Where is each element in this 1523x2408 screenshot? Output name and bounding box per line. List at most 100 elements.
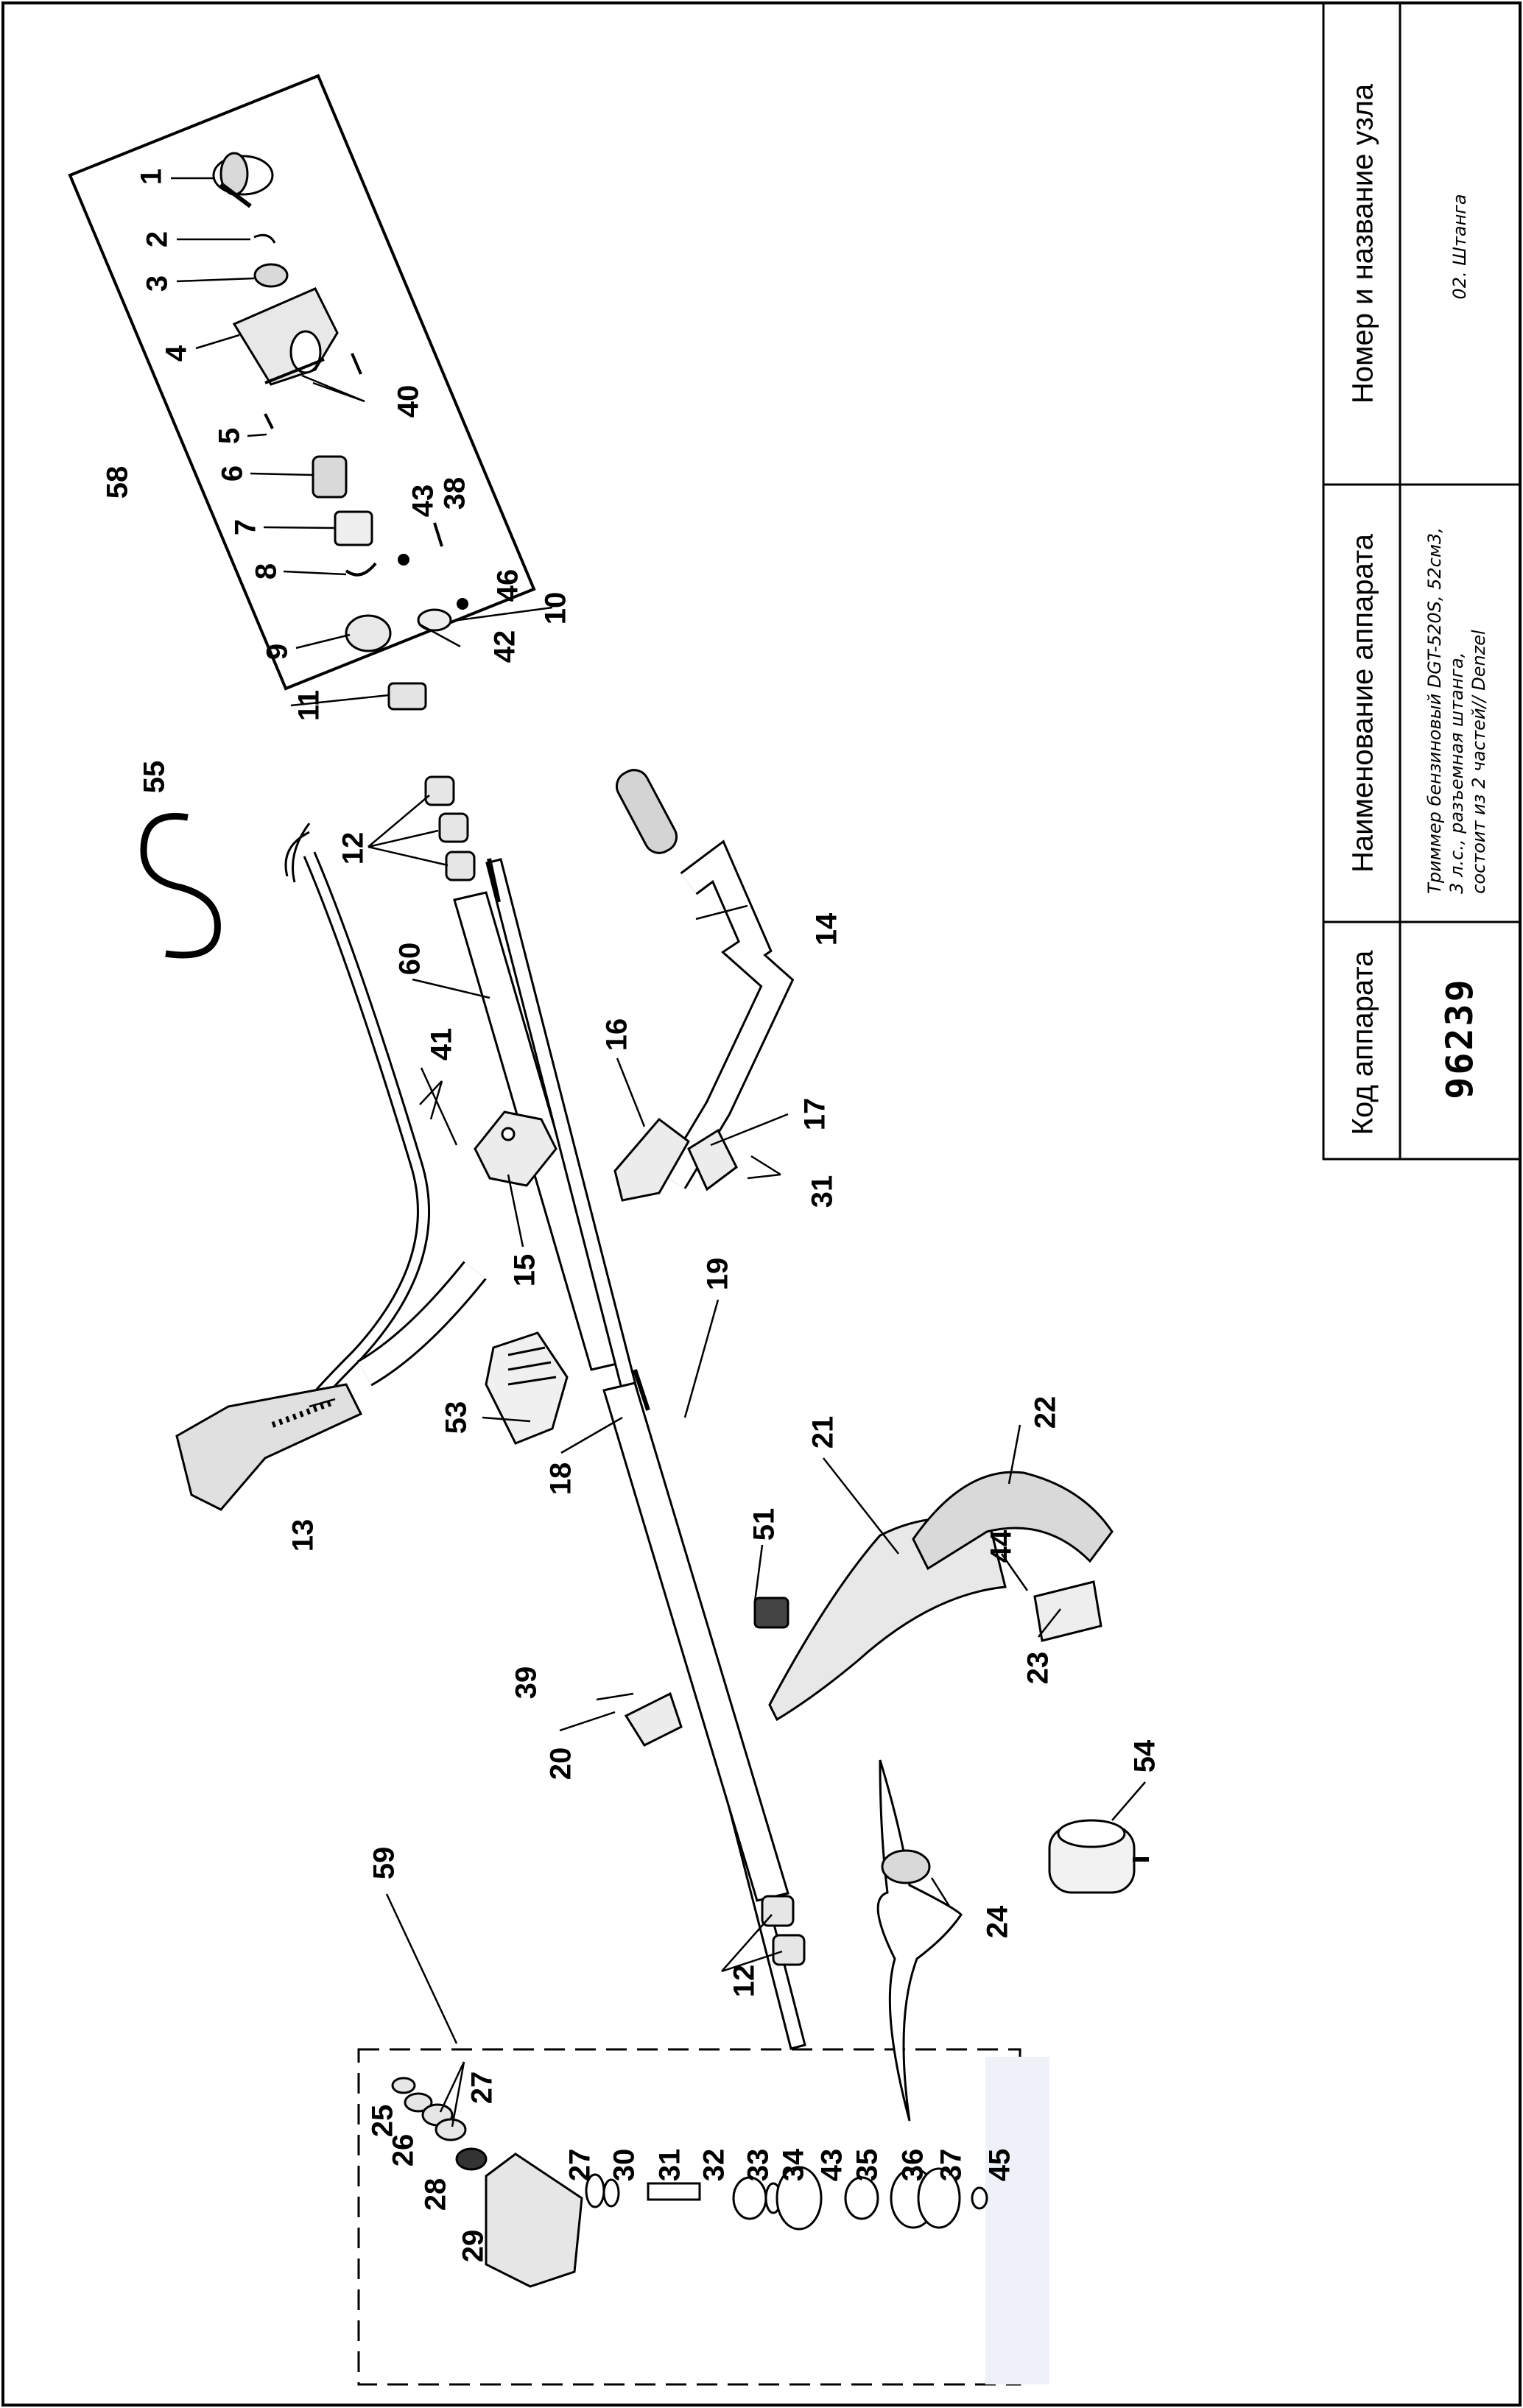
part-18-tube: [602, 1381, 789, 1902]
callout-27-bottom: 27: [563, 2148, 597, 2182]
part-6-sleeve: [312, 455, 348, 499]
gearbox-assembly: [391, 2077, 988, 2288]
callout-29: 29: [457, 2229, 490, 2263]
callout-46: 46: [491, 568, 524, 602]
callout-14: 14: [810, 912, 843, 946]
part-16-17-bracket: [613, 1117, 738, 1202]
callout-22: 22: [1029, 1395, 1062, 1429]
callout-45: 45: [983, 2148, 1016, 2182]
callout-12-bottom: 12: [728, 1964, 761, 1998]
callout-54: 54: [1128, 1739, 1161, 1773]
part-11-insert: [387, 682, 427, 711]
callout-60: 60: [393, 942, 426, 976]
callout-19: 19: [701, 1257, 734, 1291]
head-assembly: [212, 152, 468, 711]
callout-12-top: 12: [337, 831, 370, 865]
callout-1: 1: [135, 168, 168, 186]
callout-28: 28: [419, 2178, 452, 2211]
header-node: Номер и название узла: [1346, 83, 1379, 404]
callout-2: 2: [141, 230, 174, 248]
part-24-blade: [876, 1759, 963, 2122]
callout-25: 25: [366, 2104, 399, 2138]
part-54-spool: [1048, 1819, 1149, 1894]
part-23-plate: [1033, 1580, 1102, 1642]
leader-lines: [171, 177, 1146, 2127]
value-node: 02. Штанга: [1449, 194, 1470, 300]
part-55-hook: [140, 813, 221, 959]
callout-55: 55: [138, 760, 171, 794]
part-9-handle-clamp: [345, 614, 392, 652]
callout-53: 53: [440, 1401, 473, 1434]
callout-32: 32: [697, 2148, 731, 2182]
callout-27-top: 27: [465, 2071, 499, 2105]
callout-15: 15: [508, 1253, 541, 1287]
header-name: Наименование аппарата: [1346, 534, 1379, 873]
callout-51: 51: [748, 1507, 781, 1541]
callout-23: 23: [1021, 1651, 1055, 1685]
callout-4: 4: [160, 345, 193, 362]
callout-31-bottom: 31: [653, 2148, 686, 2182]
part-8-spring: [345, 562, 377, 577]
callout-35: 35: [851, 2148, 884, 2182]
part-7-clamp: [334, 510, 373, 546]
part-4-housing: [232, 287, 339, 386]
callout-5: 5: [213, 427, 246, 445]
group-box-58: [68, 74, 536, 691]
part-10-clip: [417, 608, 452, 632]
callout-43-bottom: 43: [815, 2148, 848, 2182]
callout-30: 30: [608, 2148, 641, 2182]
value-code: 96239: [1438, 977, 1481, 1099]
part-29-gearhead: [485, 2152, 583, 2288]
part-12-bushings-bottom: [761, 1895, 806, 1966]
value-name-line-1: Триммер бензиновый DGT-520S, 52см3,: [1424, 527, 1445, 894]
screws-40-43-38: [264, 353, 468, 610]
callout-34: 34: [777, 2148, 810, 2182]
callout-7: 7: [229, 518, 262, 536]
callout-38: 38: [438, 476, 471, 510]
part-22-blade: [912, 1471, 1114, 1571]
callout-9: 9: [261, 643, 294, 661]
callout-18: 18: [544, 1462, 577, 1496]
value-name: Триммер бензиновый DGT-520S, 52см3, 3 л.…: [1424, 527, 1490, 894]
title-block: [1322, 1, 1522, 1161]
callout-20: 20: [544, 1747, 577, 1781]
group-box-59: [357, 2048, 1021, 2386]
callout-10: 10: [539, 591, 572, 625]
callout-43-top: 43: [407, 484, 440, 518]
callout-17: 17: [798, 1097, 831, 1131]
callout-36: 36: [896, 2148, 929, 2182]
callout-8: 8: [250, 563, 283, 580]
callout-16: 16: [600, 1018, 633, 1052]
part-15-bracket: [474, 1110, 558, 1187]
callout-41: 41: [425, 1027, 458, 1061]
part-21-guard: [768, 1517, 1007, 1722]
callout-11: 11: [292, 689, 326, 722]
callout-24: 24: [981, 1905, 1014, 1939]
callout-58: 58: [101, 465, 134, 499]
callout-42: 42: [488, 630, 521, 663]
callout-59: 59: [367, 1846, 401, 1880]
part-53-clamp: [485, 1331, 569, 1445]
part-51-nut: [753, 1596, 789, 1629]
cable-ends: [284, 823, 311, 883]
part-14-handlebar: [615, 769, 795, 1189]
callout-13: 13: [286, 1518, 320, 1552]
part-12-bushings-top: [424, 775, 476, 881]
part-20-plate: [624, 1691, 683, 1747]
callout-33: 33: [742, 2148, 775, 2182]
callout-37: 37: [935, 2148, 968, 2182]
part-3-ring: [253, 263, 289, 288]
callout-3: 3: [141, 275, 174, 292]
callout-21: 21: [806, 1415, 840, 1449]
part-13-throttle-handle: [175, 851, 487, 1511]
callout-6: 6: [216, 465, 249, 482]
callout-39: 39: [510, 1666, 543, 1700]
header-code: Код аппарата: [1346, 950, 1379, 1136]
value-name-line-3: состоит из 2 частей// Denzel: [1469, 630, 1489, 894]
value-name-line-2: 3 л.с., разъемная штанга,: [1446, 652, 1467, 894]
callout-31-top: 31: [806, 1175, 839, 1208]
callout-26: 26: [387, 2133, 420, 2167]
part-2-clip: [253, 233, 276, 244]
